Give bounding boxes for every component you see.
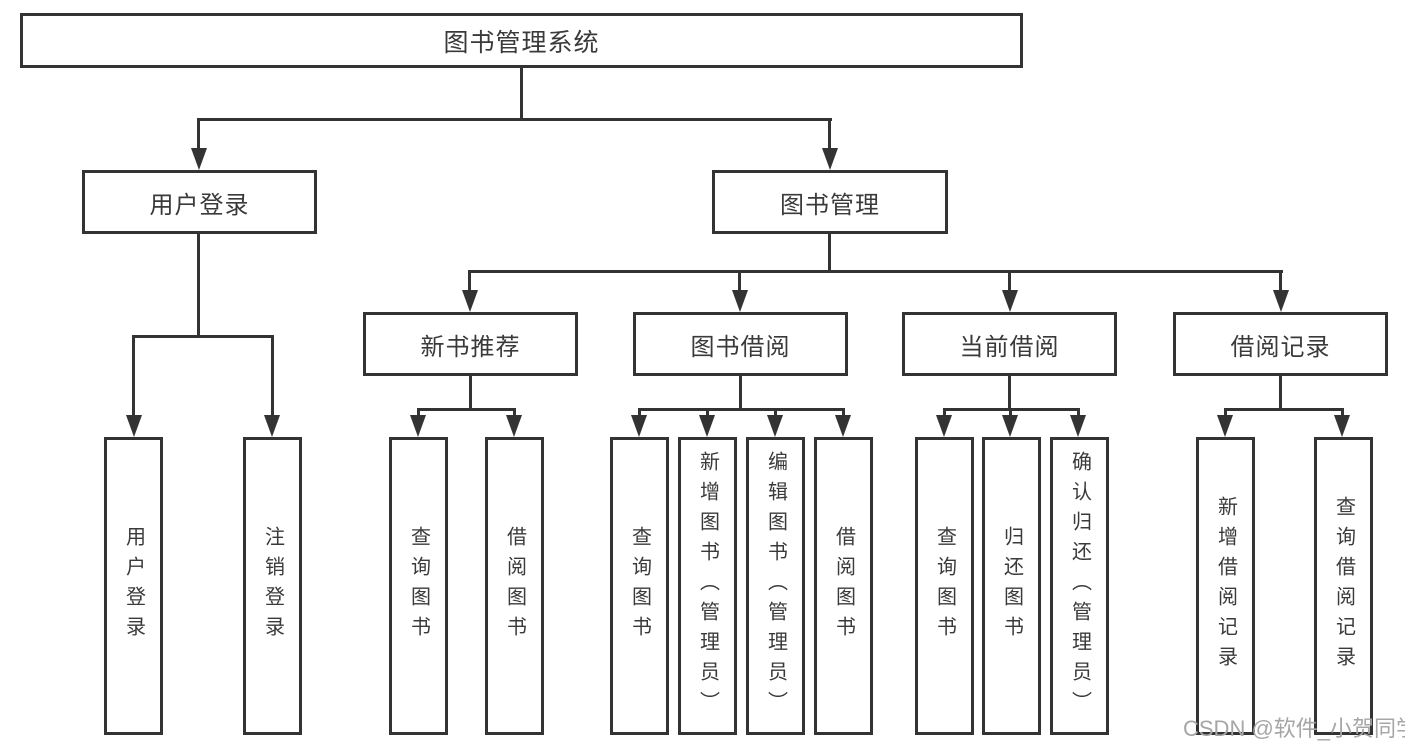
connector-line [469, 374, 472, 411]
leaf-edit-books-admin: 编辑图书（管理员） [746, 437, 805, 735]
connector-line [1279, 374, 1282, 411]
arrow-down-icon [191, 148, 207, 170]
node-new-book-recommendation: 新书推荐 [363, 312, 578, 376]
connector-line [943, 408, 946, 417]
connector-line [1008, 374, 1011, 411]
connector-line [638, 408, 845, 411]
leaf-add-books-admin: 新增图书（管理员） [678, 437, 737, 735]
node-label: 借阅记录 [1230, 333, 1331, 361]
connector-line [1279, 270, 1282, 292]
connector-line [417, 408, 516, 411]
connector-line [468, 270, 471, 292]
arrow-down-icon [822, 148, 838, 170]
node-library-management-system: 图书管理系统 [20, 13, 1023, 68]
leaf-query-borrow-record: 查询借阅记录 [1314, 437, 1373, 735]
csdn-watermark: CSDN @软件_小贺同学 [1183, 716, 1405, 741]
node-label: 新书推荐 [420, 333, 521, 361]
leaf-add-borrow-record: 新增借阅记录 [1196, 437, 1255, 735]
arrow-down-icon [1334, 415, 1350, 437]
connector-line [738, 270, 741, 292]
arrow-down-icon [1002, 290, 1018, 312]
arrow-down-icon [1070, 415, 1086, 437]
connector-line [774, 408, 777, 417]
connector-line [1341, 408, 1344, 417]
node-label: 用户登录 [149, 191, 250, 219]
leaf-borrow-books: 借阅图书 [814, 437, 873, 735]
connector-line [513, 408, 516, 417]
connector-line [520, 66, 523, 121]
leaf-query-books-recommend: 查询图书 [389, 437, 448, 735]
arrow-down-icon [410, 415, 426, 437]
connector-line [271, 335, 274, 417]
leaf-query-books-borrowing: 查询图书 [610, 437, 669, 735]
node-label: 当前借阅 [959, 333, 1060, 361]
node-label: 图书管理系统 [443, 28, 600, 57]
node-book-management: 图书管理 [712, 170, 948, 234]
arrow-down-icon [1002, 415, 1018, 437]
connector-line [828, 231, 831, 273]
connector-line [842, 408, 845, 417]
arrow-down-icon [631, 415, 647, 437]
connector-line [706, 408, 709, 417]
node-borrowing-records: 借阅记录 [1173, 312, 1388, 376]
leaf-user-login: 用户登录 [104, 437, 163, 735]
connector-line [197, 118, 832, 121]
arrow-down-icon [936, 415, 952, 437]
connector-line [1009, 408, 1012, 417]
arrow-down-icon [126, 415, 142, 437]
arrow-down-icon [1273, 290, 1289, 312]
node-label: 图书管理 [780, 191, 880, 219]
connector-line [1224, 408, 1227, 417]
leaf-confirm-return-admin: 确认归还（管理员） [1050, 437, 1109, 735]
connector-line [197, 232, 200, 338]
arrow-down-icon [732, 290, 748, 312]
connector-line [132, 335, 135, 417]
arrow-down-icon [264, 415, 280, 437]
arrow-down-icon [462, 290, 478, 312]
connector-line [739, 374, 742, 411]
leaf-borrow-books-recommend: 借阅图书 [485, 437, 544, 735]
leaf-return-books: 归还图书 [982, 437, 1041, 735]
connector-line [417, 408, 420, 417]
arrow-down-icon [1217, 415, 1233, 437]
node-label: 图书借阅 [690, 333, 791, 361]
leaf-query-books-current: 查询图书 [915, 437, 974, 735]
node-book-borrowing: 图书借阅 [633, 312, 848, 376]
connector-line [638, 408, 641, 417]
leaf-logout: 注销登录 [243, 437, 302, 735]
arrow-down-icon [699, 415, 715, 437]
connector-line [197, 118, 200, 152]
connector-line [468, 270, 1283, 273]
connector-line [132, 335, 274, 338]
node-user-login: 用户登录 [82, 170, 317, 234]
arrow-down-icon [835, 415, 851, 437]
arrow-down-icon [767, 415, 783, 437]
connector-line [1008, 270, 1011, 292]
node-current-borrowing: 当前借阅 [902, 312, 1117, 376]
connector-line [1077, 408, 1080, 417]
connector-line [1224, 408, 1344, 411]
connector-line [828, 118, 831, 152]
arrow-down-icon [506, 415, 522, 437]
